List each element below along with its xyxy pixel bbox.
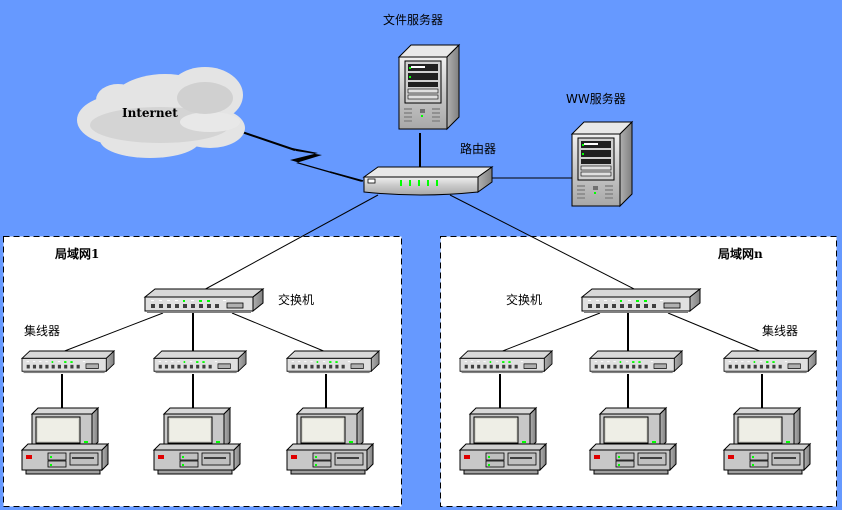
www-server-icon bbox=[571, 121, 633, 207]
lan1-pc-1-icon bbox=[21, 407, 109, 475]
internet-label: Internet bbox=[122, 106, 178, 120]
lann-pc-1-icon bbox=[459, 407, 547, 475]
internet-cloud bbox=[77, 67, 245, 158]
lan1-hub-1-icon bbox=[21, 350, 115, 374]
lan1-title: 局域网1 bbox=[55, 246, 99, 261]
lan1-hub-2-icon bbox=[153, 350, 247, 374]
lann-hub-label: 集线器 bbox=[762, 323, 798, 338]
lan1-switch-label: 交换机 bbox=[278, 292, 314, 307]
lann-hub-2-icon bbox=[589, 350, 683, 374]
lann-switch-label: 交换机 bbox=[506, 292, 542, 307]
www-server-label: WW服务器 bbox=[566, 91, 626, 106]
lann-hub-1-icon bbox=[459, 350, 553, 374]
file-server-icon bbox=[398, 44, 460, 130]
lann-switch-icon bbox=[581, 288, 701, 314]
lan1-switch-icon bbox=[144, 288, 264, 314]
lan1-pc-2-icon bbox=[153, 407, 241, 475]
lann-hub-3-icon bbox=[723, 350, 817, 374]
lann-pc-3-icon bbox=[723, 407, 811, 475]
router-icon bbox=[362, 166, 494, 196]
lan1-hub-3-icon bbox=[286, 350, 380, 374]
network-links bbox=[61, 133, 763, 410]
file-server-label: 文件服务器 bbox=[383, 12, 443, 27]
link-router-switch-lann bbox=[449, 194, 641, 293]
wan-link bbox=[241, 131, 364, 182]
lan1-hub-label: 集线器 bbox=[24, 323, 60, 338]
router-label: 路由器 bbox=[460, 141, 496, 156]
lann-pc-2-icon bbox=[589, 407, 677, 475]
lann-title: 局域网n bbox=[718, 246, 763, 261]
link-router-switch-lan1 bbox=[199, 194, 379, 293]
lan1-pc-3-icon bbox=[286, 407, 374, 475]
